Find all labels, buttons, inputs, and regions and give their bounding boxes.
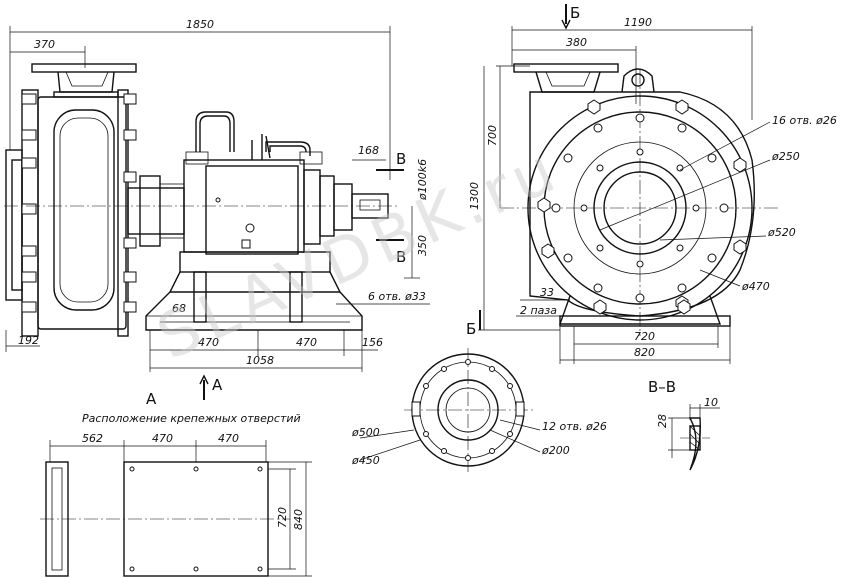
dim-1190: 1190 [624,16,652,29]
dim-350: 350 [416,235,429,256]
section-v-bottom: В [396,248,406,266]
plan-view: 562 470 470 720 840 [40,432,312,577]
dim-d520: ø520 [767,226,796,239]
dim-168: 168 [358,144,379,157]
dim-192: 192 [18,334,39,347]
dim-12-holes: 12 отв. ø26 [542,420,607,433]
dim-d250: ø250 [771,150,800,163]
dim-6-holes: 6 отв. ø33 [368,290,426,303]
section-b-bottom: Б [466,320,476,338]
dim-2-slots: 2 паза [520,304,557,317]
dim-68: 68 [172,302,186,315]
dim-plan-840: 840 [292,509,305,530]
view-a-arrow-label: А [212,376,223,394]
section-v-top: В [396,150,406,168]
dim-470-left: 470 [198,336,219,349]
dim-d200: ø200 [541,444,570,457]
view-a-label: А [146,390,157,408]
dim-380: 380 [566,36,587,49]
front-bolts [537,99,747,311]
view-a-caption: Расположение крепежных отверстий [82,412,301,425]
dim-plan-720: 720 [276,507,289,528]
dim-720: 720 [634,330,655,343]
dim-plan-470-a: 470 [152,432,173,445]
dim-sec-10: 10 [704,396,718,409]
section-b-top: Б [570,4,580,22]
section-vv-label: В–В [648,378,676,396]
dim-plan-470-b: 470 [218,432,239,445]
front-view: Б 1190 380 [466,4,837,364]
dim-16-holes: 16 отв. ø26 [772,114,837,127]
dim-33: 33 [540,286,554,299]
dim-1850: 1850 [186,18,214,31]
flange-view: 12 отв. ø26 ø200 ø500 ø450 [351,348,607,472]
dim-d470: ø470 [741,280,770,293]
dim-562: 562 [82,432,103,445]
dim-370: 370 [34,38,55,51]
dim-1058: 1058 [246,354,274,367]
dim-sec-28: 28 [656,414,669,428]
dim-820: 820 [634,346,655,359]
view-a: А А Расположение крепежных отверстий [82,374,301,425]
section-vv: В–В 10 28 [648,378,720,471]
dim-shaft-diameter: ø100k6 [416,159,429,201]
dim-d500: ø500 [351,426,380,439]
dim-1300: 1300 [468,182,481,210]
dim-700: 700 [486,125,499,146]
dim-470-right: 470 [296,336,317,349]
dim-d450: ø450 [351,454,380,467]
left-bolts [21,93,137,313]
dim-156: 156 [362,336,383,349]
side-view: 1850 370 [4,18,430,372]
